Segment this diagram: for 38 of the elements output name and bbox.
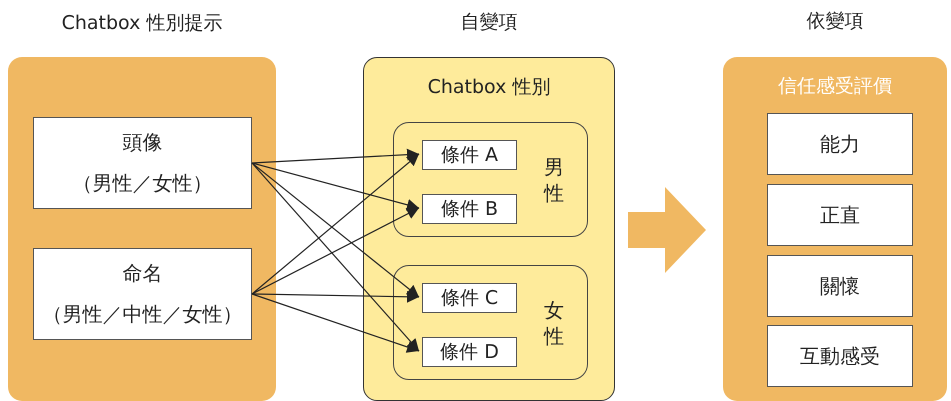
arrow <box>252 293 420 353</box>
panel-heading: Chatbox 性別提示 <box>60 11 224 36</box>
condition-box <box>422 283 517 313</box>
cue-box <box>33 248 252 340</box>
group-label: 男性 <box>543 154 565 206</box>
panel-title: Chatbox 性別 <box>426 75 552 100</box>
arrow <box>252 162 420 352</box>
group-label: 女性 <box>543 296 565 348</box>
group-box <box>393 265 588 380</box>
cue-box <box>33 117 252 209</box>
box-label: 正直 <box>820 202 860 228</box>
condition-box <box>422 140 517 170</box>
arrow <box>252 207 420 295</box>
panel-heading: 依變項 <box>806 9 864 34</box>
box-label: 能力 <box>820 130 860 158</box>
condition-box <box>422 194 517 224</box>
measure-box <box>767 184 913 246</box>
measure-box <box>767 255 913 317</box>
arrow <box>252 148 420 164</box>
box-note: （男性／女性） <box>72 170 212 197</box>
box-label: 條件 A <box>440 143 498 168</box>
panel-title: 信任感受評價 <box>777 74 893 99</box>
measure-box <box>767 113 913 175</box>
panel-heading: 自變項 <box>460 10 518 35</box>
block-arrow <box>628 187 706 273</box>
group-box <box>393 122 588 237</box>
condition-box <box>422 337 517 367</box>
box-label: 關懷 <box>820 272 860 300</box>
box-label: 條件 D <box>440 340 499 365</box>
box-note: （男性／中性／女性） <box>42 301 242 328</box>
box-label: 互動感受 <box>800 342 880 370</box>
arrow <box>252 162 420 211</box>
box-label: 命名 <box>122 260 162 287</box>
box-label: 頭像 <box>122 129 162 156</box>
box-label: 條件 B <box>440 197 498 222</box>
measure-box <box>767 325 913 387</box>
box-label: 條件 C <box>440 286 498 311</box>
arrow <box>252 290 420 303</box>
